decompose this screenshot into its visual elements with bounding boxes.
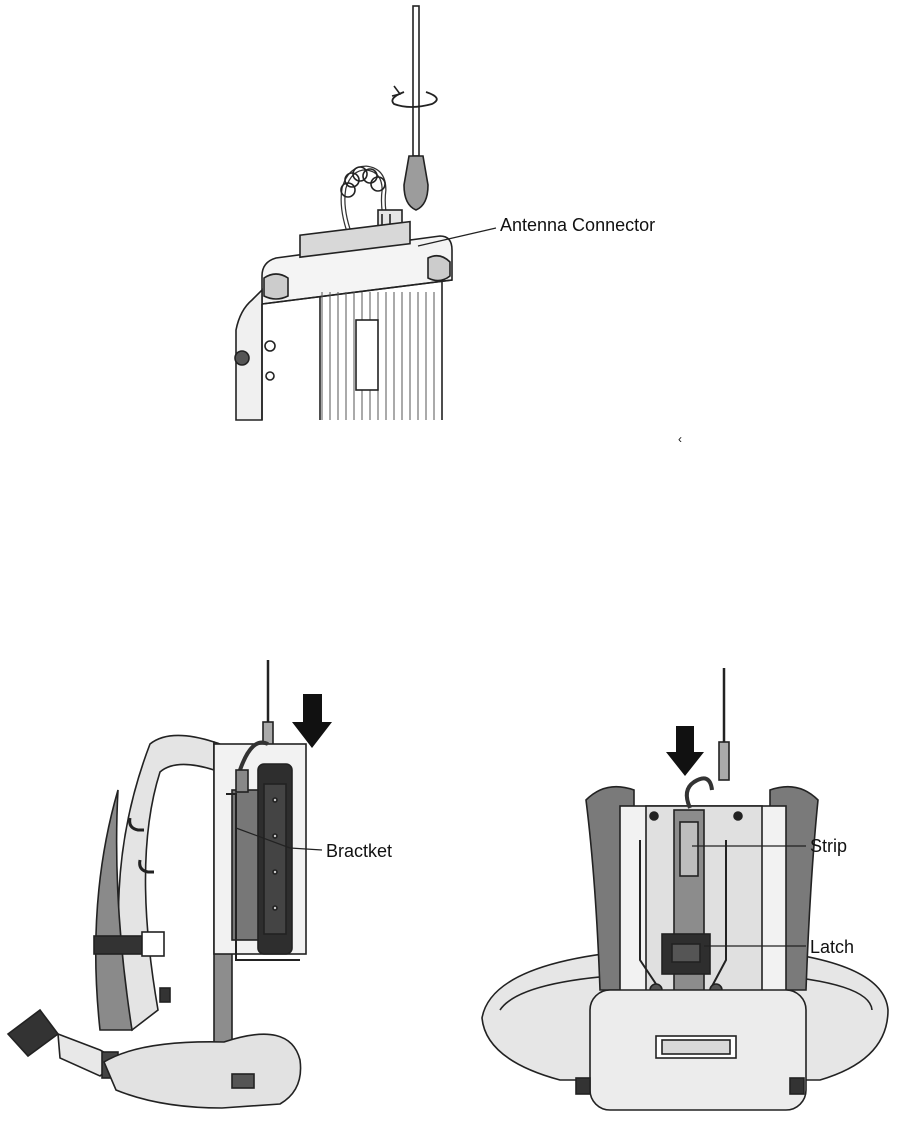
antenna-whip (404, 6, 428, 210)
radio-top-illustration (235, 6, 496, 420)
latch-label: Latch (810, 937, 854, 958)
stray-mark: ‹ (678, 432, 682, 446)
backpack-back-illustration (482, 668, 888, 1110)
down-arrow-icon (666, 726, 704, 776)
bracket-label: Bractket (326, 841, 392, 862)
antenna-connector-label: Antenna Connector (500, 215, 655, 236)
radio-body (235, 222, 452, 420)
backpack-side-illustration (8, 660, 332, 1108)
down-arrow-icon (292, 694, 332, 748)
strip-label: Strip (810, 836, 847, 857)
